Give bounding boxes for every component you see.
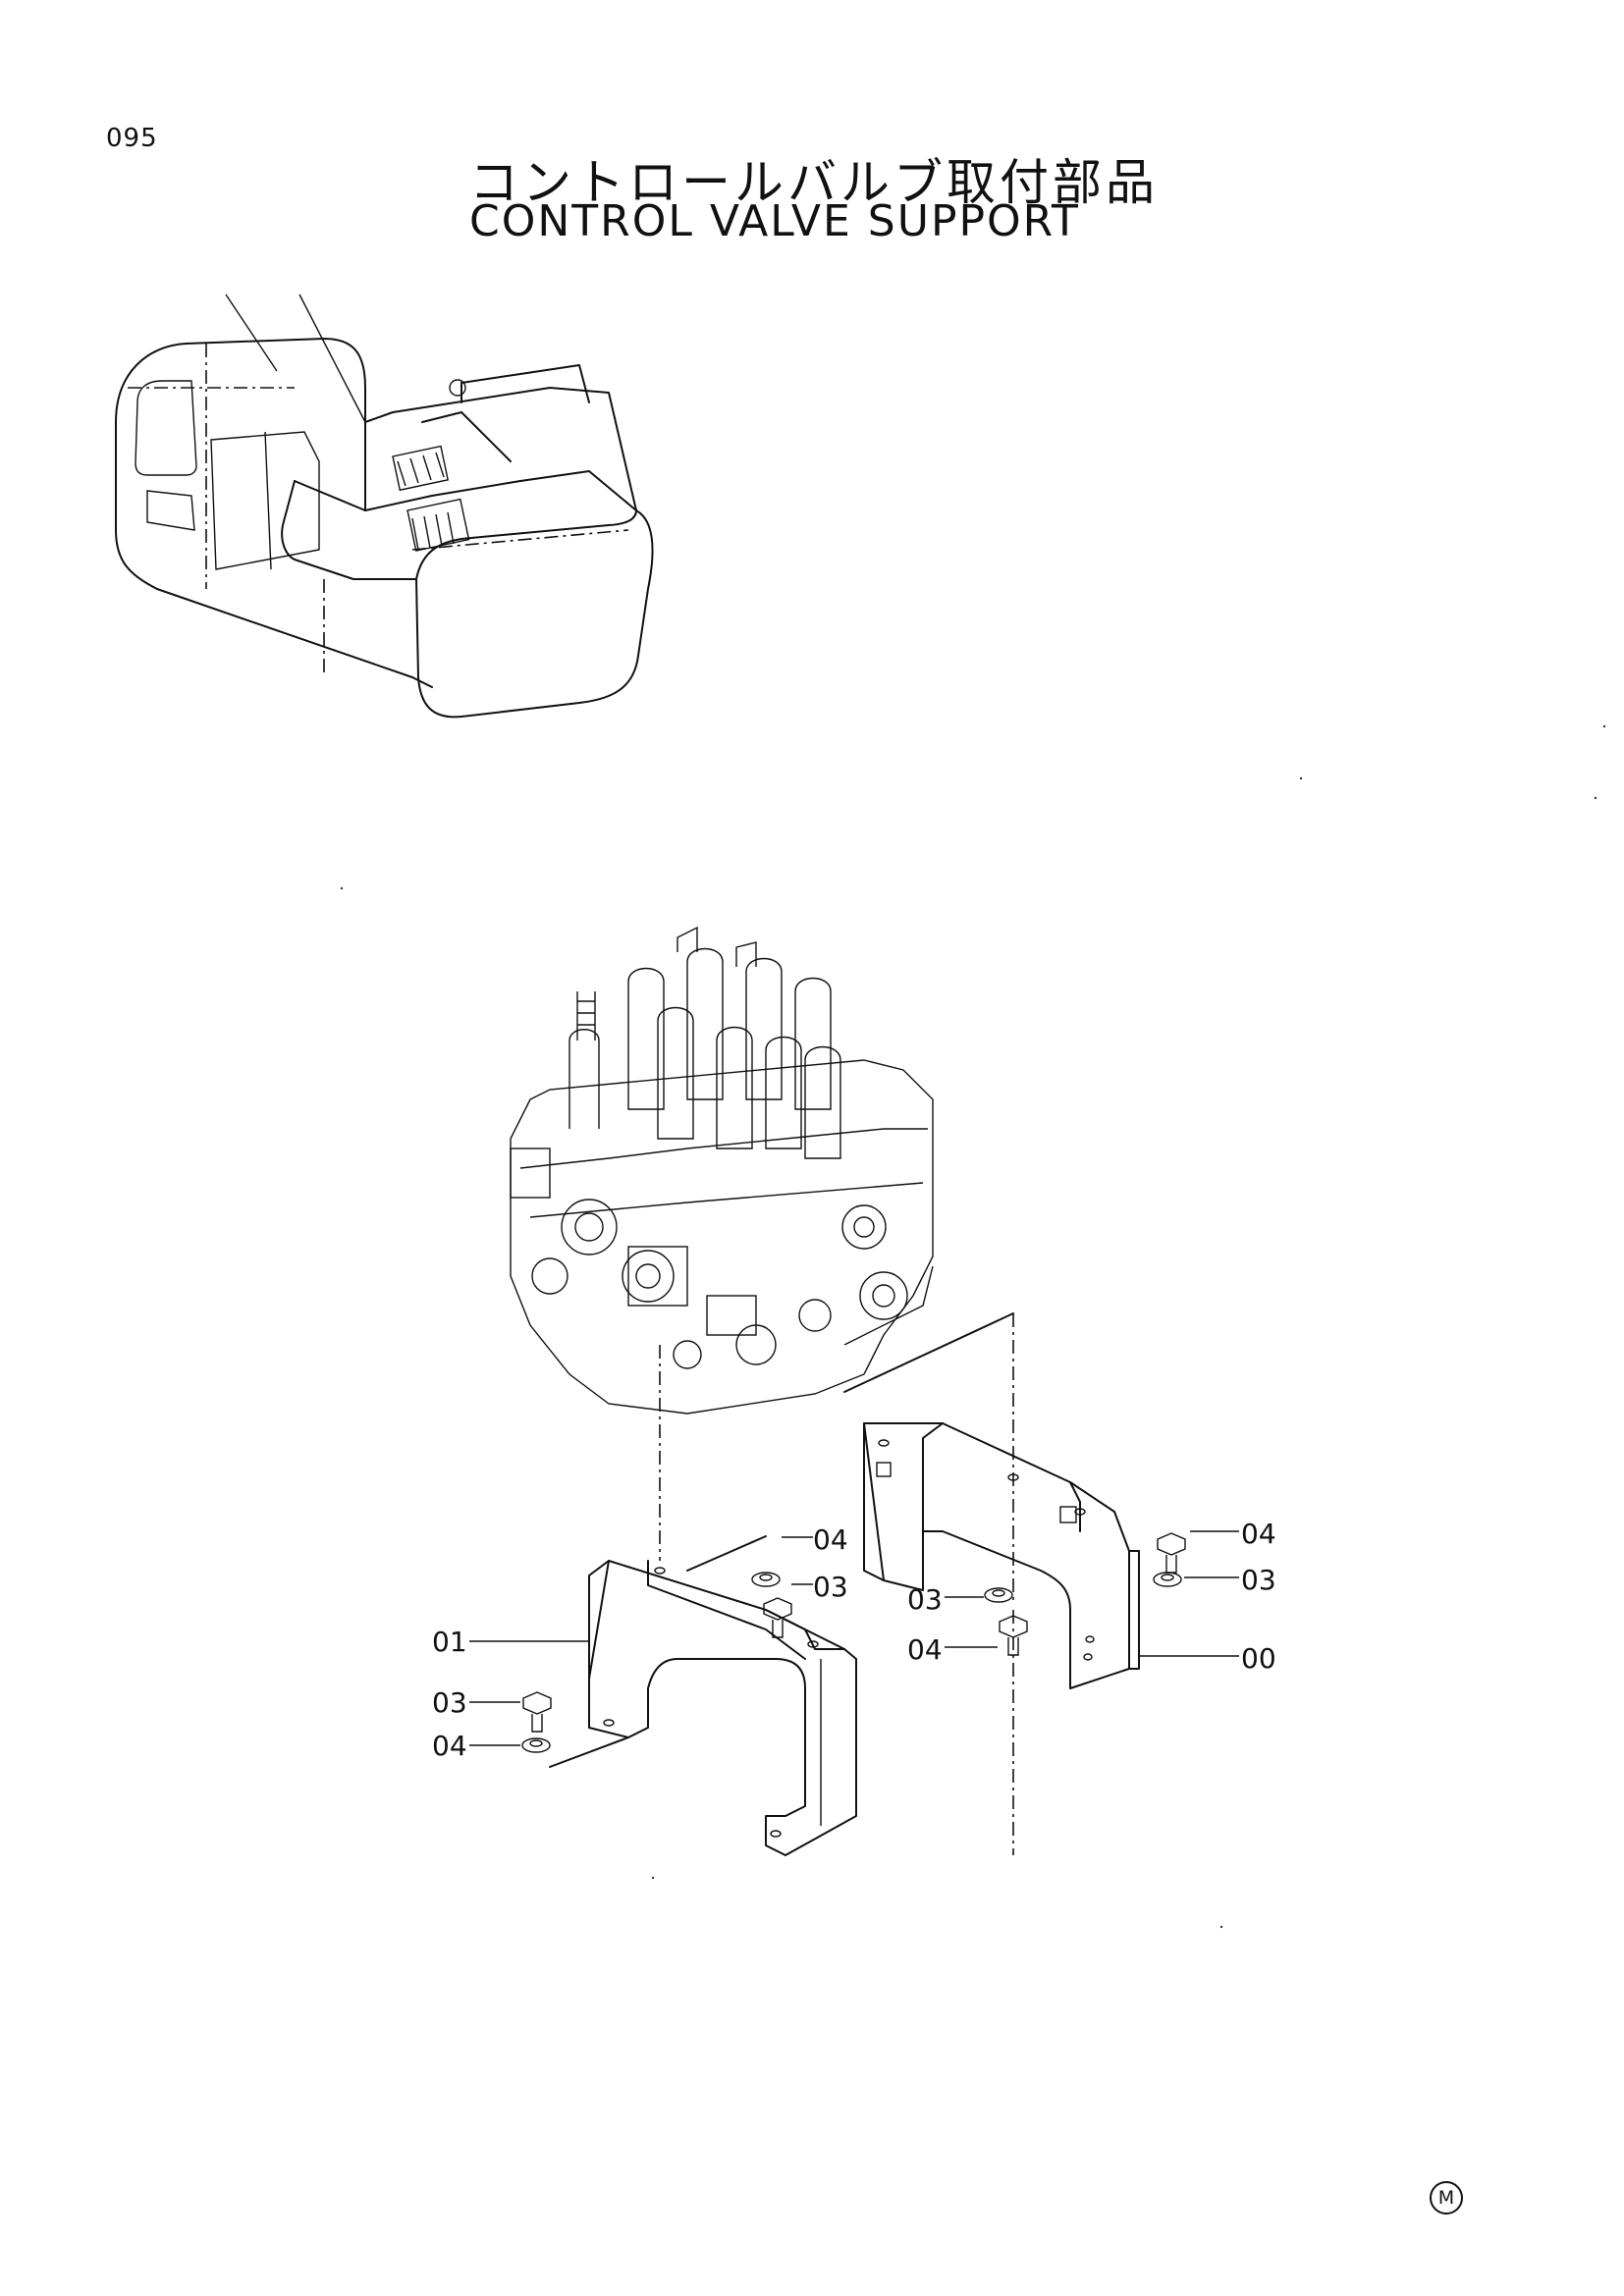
callout-03-center: 04 [907, 1633, 943, 1666]
scan-specks [340, 724, 1606, 1929]
valve-spools [627, 926, 841, 1159]
page-title-english: CONTROL VALVE SUPPORT [469, 196, 1080, 246]
right-support-bracket [863, 1422, 1140, 1689]
page-title-japanese: コントロールバルブ取付部品 [469, 154, 1159, 211]
callout-04-right: 03 [1241, 1564, 1276, 1596]
control-valve-body [510, 926, 934, 1415]
callout-01: 01 [432, 1626, 467, 1658]
callout-labels: 01 03 04 04 03 04 03 03 04 00 [432, 1518, 1276, 1762]
manufacturer-mark: M [1430, 2181, 1463, 2215]
page-number: 095 [106, 124, 158, 153]
callout-04-center: 03 [907, 1583, 943, 1616]
callout-04-center-top: 04 [813, 1523, 848, 1556]
left-support-bracket [588, 1560, 857, 1856]
excavator-locator-view [115, 294, 654, 719]
callout-03-center-top: 03 [813, 1571, 848, 1603]
callout-04-left: 04 [432, 1730, 467, 1762]
bolts-and-washers [521, 1532, 1186, 1753]
callout-03-left: 03 [432, 1686, 467, 1719]
callout-03-right-top: 04 [1241, 1518, 1276, 1550]
callout-00: 00 [1241, 1642, 1276, 1675]
callout-leaders [469, 1530, 1239, 1746]
alignment-lines [549, 1312, 1014, 1855]
